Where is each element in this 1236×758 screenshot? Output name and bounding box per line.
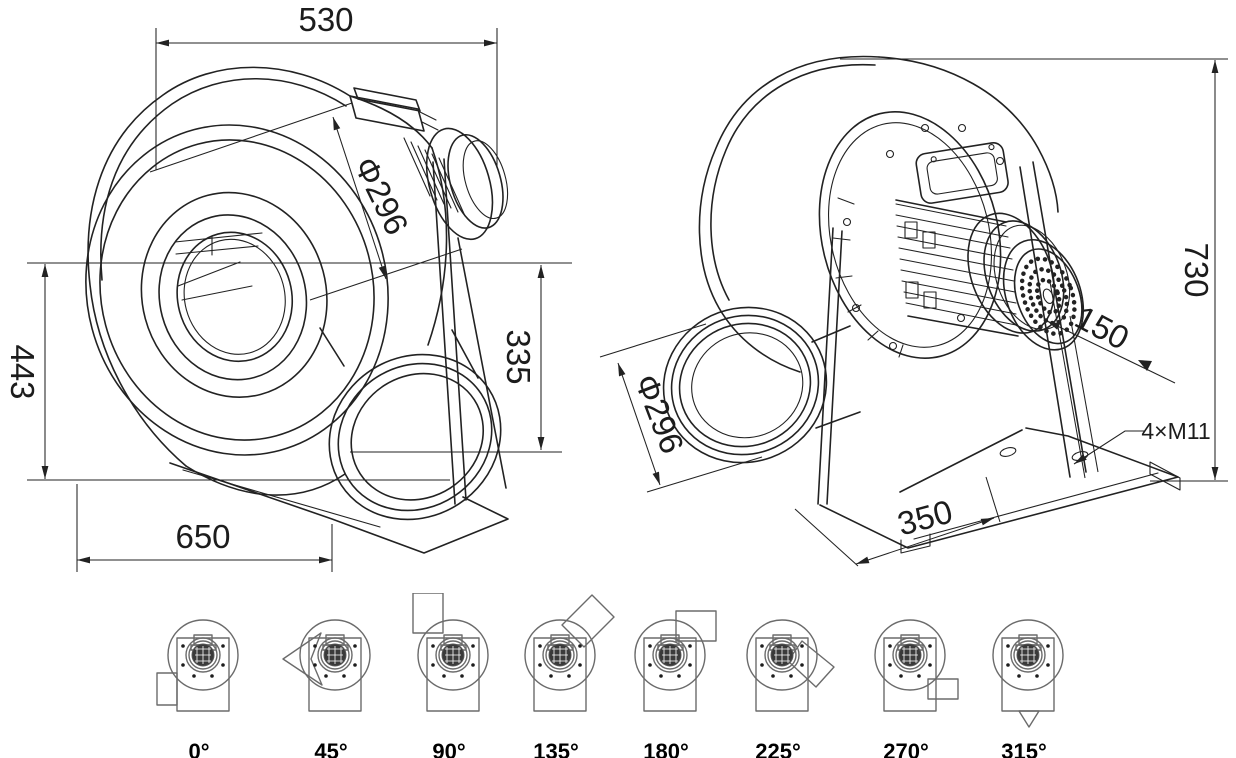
outlet-duct xyxy=(282,632,323,686)
outlet-duct-edge2 xyxy=(451,329,479,379)
orientation-option-90: 90° xyxy=(387,593,511,758)
fan-orientation-icon-270deg xyxy=(874,619,959,712)
orientation-option-225: 225° xyxy=(716,593,840,758)
fan-orientation-icon-315deg xyxy=(992,619,1064,728)
orientation-label-90: 90° xyxy=(432,739,466,758)
orientation-option-0: 0° xyxy=(137,593,261,758)
outlet-duct xyxy=(675,610,717,642)
outlet-duct xyxy=(1018,710,1040,728)
outlet-duct xyxy=(561,594,615,648)
fan-orientation-icon-45deg xyxy=(282,619,371,712)
main-drawing xyxy=(27,28,1228,572)
back-plate-bolts xyxy=(842,123,1005,351)
orientation-option-45: 45° xyxy=(269,593,393,758)
right-view-fan xyxy=(662,55,1181,554)
orientation-label-45: 45° xyxy=(314,739,348,758)
fan-orientation-icon-0deg xyxy=(156,619,239,712)
dim-mounting-holes: 4×M11 xyxy=(1141,418,1211,444)
junction-box-right xyxy=(915,142,1009,204)
junction-box-left xyxy=(349,87,439,132)
dim-base-width: 650 xyxy=(175,518,231,555)
orientation-label-135: 135° xyxy=(533,739,579,758)
motor-left-view xyxy=(425,127,509,241)
outlet-duct-edge xyxy=(319,327,345,367)
orientation-option-315: 315° xyxy=(962,593,1086,758)
orientation-label-225: 225° xyxy=(755,739,801,758)
dim-top-width: 530 xyxy=(298,1,354,38)
outlet-duct-edge3 xyxy=(811,325,851,343)
orientation-label-270: 270° xyxy=(883,739,929,758)
orientation-option-270: 270° xyxy=(844,593,968,758)
orientation-label-180: 180° xyxy=(643,739,689,758)
orientation-option-180: 180° xyxy=(604,593,728,758)
fan-orientation-icon-225deg xyxy=(746,619,835,712)
outlet-duct-edge4 xyxy=(815,411,861,429)
impeller-hint-lines xyxy=(174,232,263,301)
scroll-housing-rear xyxy=(698,55,1059,373)
outlet-duct xyxy=(412,593,444,634)
motor-finned-body xyxy=(895,199,1019,337)
outlet-flange-left xyxy=(328,353,502,521)
right-view-dimensions xyxy=(599,58,1228,567)
left-view-dimensions xyxy=(27,28,572,572)
outlet-duct xyxy=(156,672,178,706)
motor-terminal-clips xyxy=(904,221,937,309)
orientation-label-315: 315° xyxy=(1001,739,1047,758)
orientation-label-0: 0° xyxy=(188,739,210,758)
dim-overall-height-left: 443 xyxy=(4,344,41,400)
outlet-flange-right xyxy=(662,306,828,464)
fan-orientation-icon-135deg xyxy=(524,594,615,712)
fan-orientation-icon-180deg xyxy=(634,610,717,712)
fan-orientation-icon-90deg xyxy=(412,593,489,712)
dim-outlet-center-height: 335 xyxy=(500,329,537,385)
dim-overall-height-right: 730 xyxy=(1178,242,1215,298)
outlet-duct xyxy=(927,678,959,700)
support-bracket-left xyxy=(432,158,507,505)
back-plate-ticks xyxy=(832,197,904,358)
orientation-option-135: 135° xyxy=(494,593,618,758)
